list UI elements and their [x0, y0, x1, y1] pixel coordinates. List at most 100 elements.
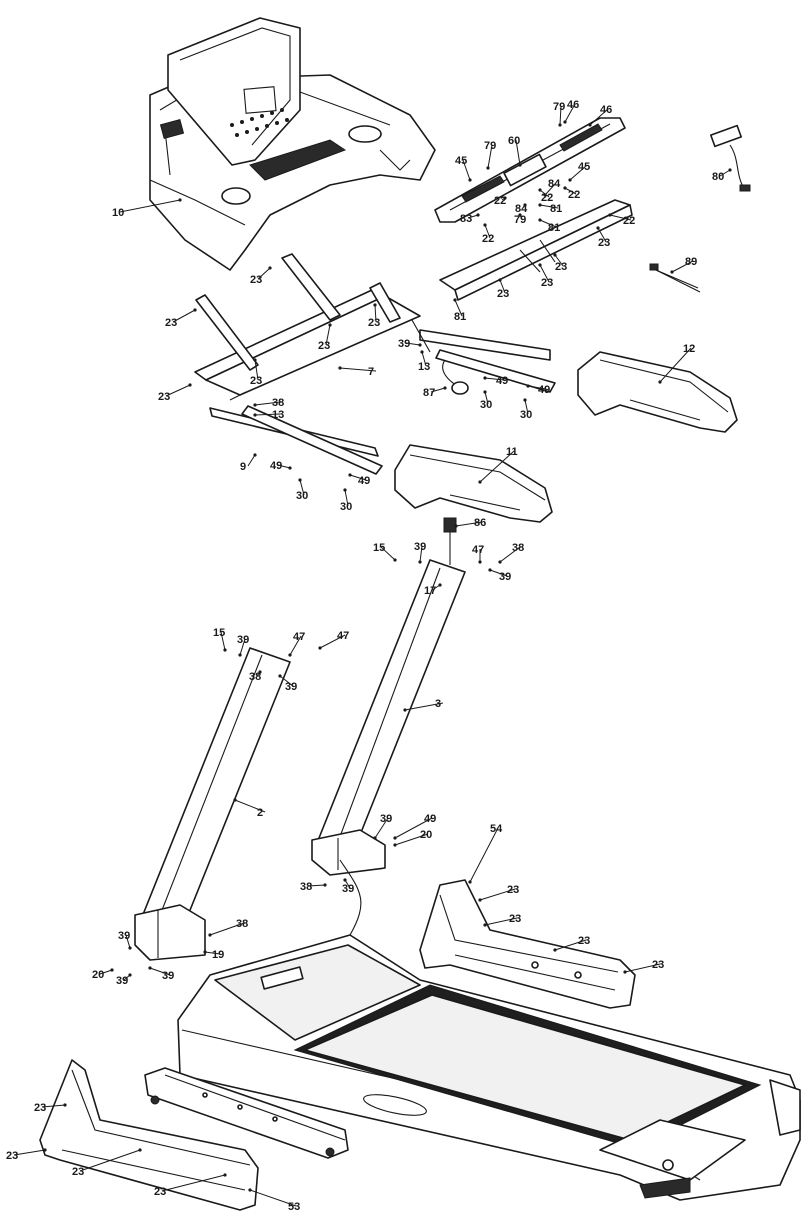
callout-leader [325, 324, 331, 346]
callout-anchor [128, 973, 132, 977]
callout-leader [149, 967, 171, 976]
part-callout: 23 [368, 317, 380, 329]
callout-anchor [563, 186, 567, 190]
part-callout: 23 [72, 1166, 84, 1178]
part-callout: 23 [6, 1150, 18, 1162]
callout-anchor [523, 203, 527, 207]
callout-leader [589, 108, 609, 126]
part-callout: 49 [358, 475, 370, 487]
callout-anchor [393, 843, 397, 847]
callout-leader [99, 969, 113, 975]
callout-anchor [596, 226, 600, 230]
callout-anchor [478, 480, 482, 484]
callout-anchor [208, 933, 212, 937]
callout-anchor [468, 880, 472, 884]
callout-anchor [418, 560, 422, 564]
side-rail-54 [419, 879, 636, 1009]
callout-leader [125, 934, 131, 949]
callout-anchor [478, 898, 482, 902]
callout-leader [554, 939, 587, 951]
part-callout: 22 [494, 195, 506, 207]
callout-leader [462, 159, 471, 181]
part-callout: 39 [342, 883, 354, 895]
callout-leader [597, 227, 607, 243]
part-callout: 23 [34, 1102, 46, 1114]
part-callout: 30 [340, 501, 352, 513]
callout-anchor [238, 653, 242, 657]
callout-anchor [223, 1173, 227, 1177]
part-callout: 47 [337, 630, 349, 642]
callout-leader [13, 1149, 46, 1156]
part-callout: 49 [270, 460, 282, 472]
callout-anchor [323, 883, 327, 887]
callout-anchor [253, 358, 257, 362]
callout-leader [349, 474, 367, 481]
callout-leader [484, 377, 505, 381]
part-callout: 22 [482, 233, 494, 245]
handlebar-upper [434, 117, 633, 301]
part-callout: 23 [250, 274, 262, 286]
callout-anchor [453, 298, 457, 302]
callout-leader [539, 189, 550, 198]
upright-2 [134, 647, 291, 961]
callout-leader [220, 631, 226, 651]
callout-leader [254, 401, 281, 406]
callout-anchor [486, 166, 490, 170]
callout-leader [554, 254, 564, 267]
part-callout: 81 [454, 311, 466, 323]
callout-leader [172, 309, 196, 323]
part-callout: 49 [538, 384, 550, 396]
callout-leaders [13, 103, 732, 1207]
callout-leader [404, 702, 444, 711]
callout-anchor [483, 923, 487, 927]
callout-leader [247, 454, 256, 467]
callout-anchor [538, 218, 542, 222]
callout-anchor [478, 560, 482, 564]
callout-anchor [258, 670, 262, 674]
callout-anchor [393, 558, 397, 562]
callout-leader [161, 1174, 226, 1192]
callout-leader [624, 963, 661, 973]
part-callout: 39 [398, 338, 410, 350]
part-callout: 49 [424, 813, 436, 825]
callout-anchor [483, 223, 487, 227]
callout-leader [527, 385, 547, 390]
part-callout: 15 [373, 542, 385, 554]
part-callout: 54 [490, 823, 503, 835]
callout-anchor [558, 123, 562, 127]
callout-leader [454, 299, 463, 317]
callout-anchor [538, 203, 542, 207]
callout-leader [380, 546, 396, 561]
callout-leader [539, 219, 557, 228]
cable-87 [442, 359, 469, 395]
callout-anchor [443, 386, 447, 390]
part-callout: 47 [293, 631, 305, 643]
callout-anchor [503, 196, 507, 200]
callout-anchor [488, 568, 492, 572]
callout-anchor [253, 453, 257, 457]
wire-89 [649, 263, 701, 293]
part-callout: 39 [499, 571, 511, 583]
callout-anchor [373, 303, 377, 307]
part-callout: 23 [165, 317, 177, 329]
part-callout: 39 [414, 541, 426, 553]
part-callout: 39 [380, 813, 392, 825]
side-cover-12 [577, 351, 738, 433]
part-callout: 23 [541, 277, 553, 289]
part-callout: 23 [555, 261, 567, 273]
callout-anchor [203, 950, 207, 954]
part-callout: 17 [424, 585, 436, 597]
part-callout: 89 [685, 256, 697, 268]
part-callout: 10 [112, 207, 124, 219]
callout-leader [499, 279, 506, 294]
callout-anchor [393, 836, 397, 840]
callout-leader [515, 139, 521, 166]
callout-anchor [483, 376, 487, 380]
callout-anchor [343, 488, 347, 492]
callout-leader [479, 450, 515, 483]
part-callout: 9 [240, 461, 246, 473]
part-callout: 46 [567, 99, 579, 111]
callout-anchor [420, 350, 424, 354]
